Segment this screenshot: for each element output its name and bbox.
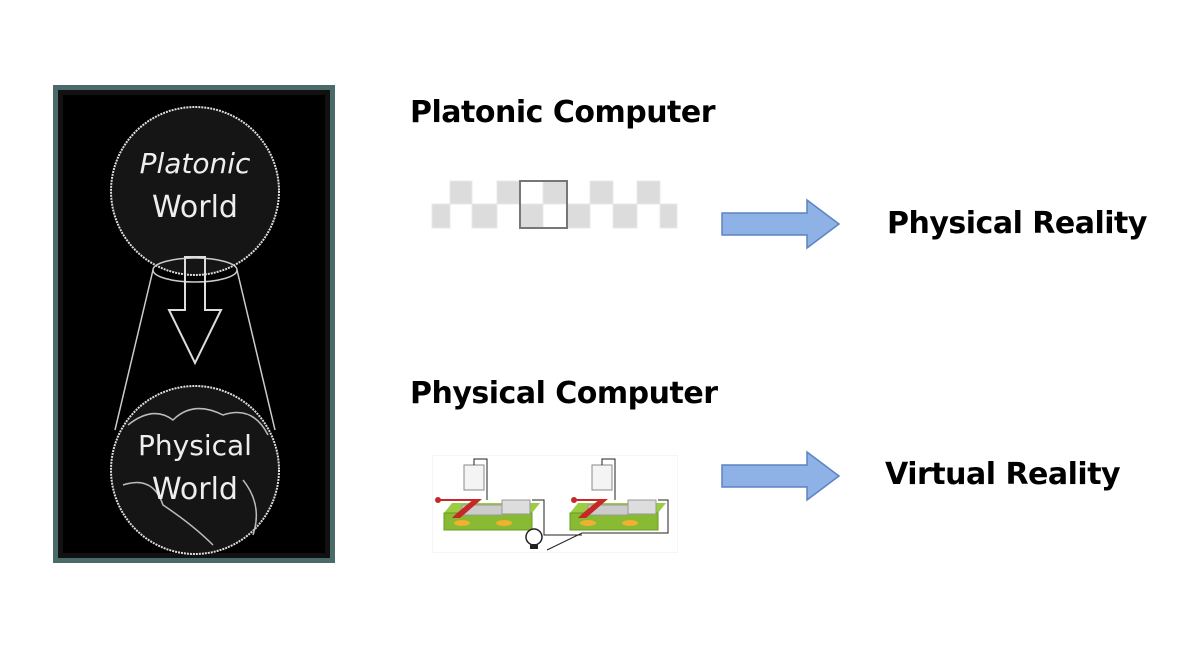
arrow-right-icon (721, 450, 841, 502)
transistor-2 (569, 458, 666, 531)
physical-reality-label: Physical Reality (887, 206, 1147, 241)
physical-computer-title: Physical Computer (410, 376, 718, 411)
down-arrow-icon (167, 256, 223, 366)
globes-illustration: Platonic World Physical World (53, 85, 335, 563)
globe-label-physical: Physical (138, 429, 252, 462)
turing-tape-illustration (431, 180, 678, 229)
arrow-right-icon (721, 198, 841, 250)
platonic-physical-world-panel: Platonic World Physical World (53, 85, 335, 563)
platonic-computer-title: Platonic Computer (410, 95, 716, 130)
globe-label-platonic: Platonic (140, 147, 251, 180)
tape-head-icon (519, 180, 568, 229)
transistor-1 (435, 458, 540, 531)
physical-globe: Physical World (110, 385, 280, 555)
globe-label-world-2: World (152, 472, 238, 507)
virtual-reality-label: Virtual Reality (885, 457, 1121, 492)
transistor-circuit-illustration (432, 455, 678, 553)
light-bulb-icon (525, 528, 543, 549)
platonic-globe: Platonic World (110, 106, 280, 276)
globe-label-world: World (152, 190, 238, 225)
